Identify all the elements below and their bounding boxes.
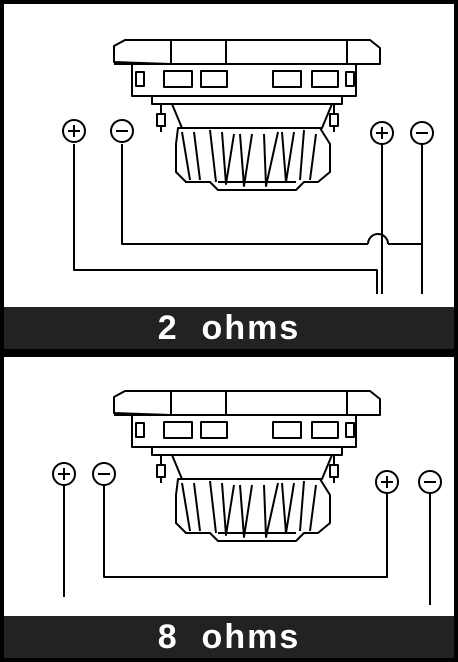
caption-bar: 2 ohms xyxy=(4,307,454,349)
terminal-plus-icon xyxy=(52,462,76,486)
terminal-minus-icon xyxy=(110,119,134,143)
diagram-8-ohms xyxy=(52,390,442,605)
wiring-2-ohms xyxy=(73,144,423,294)
wiring-panel-2-ohms: 2 ohms xyxy=(0,0,458,353)
terminal-minus-icon xyxy=(410,121,434,145)
caption-text: 2 ohms xyxy=(157,308,301,347)
wiring-8-ohms xyxy=(63,485,431,605)
terminal-plus-icon xyxy=(62,119,86,143)
caption-bar: 8 ohms xyxy=(4,616,454,658)
speaker-8-ohms xyxy=(113,390,381,542)
diagram-2-ohms xyxy=(62,39,434,294)
terminal-minus-icon xyxy=(92,462,116,486)
caption-text: 8 ohms xyxy=(157,617,301,656)
terminal-minus-icon xyxy=(418,470,442,494)
terminal-plus-icon xyxy=(375,470,399,494)
speaker-2-ohms xyxy=(113,39,381,191)
wiring-panel-8-ohms: 8 ohms xyxy=(0,353,458,662)
terminal-plus-icon xyxy=(370,121,394,145)
